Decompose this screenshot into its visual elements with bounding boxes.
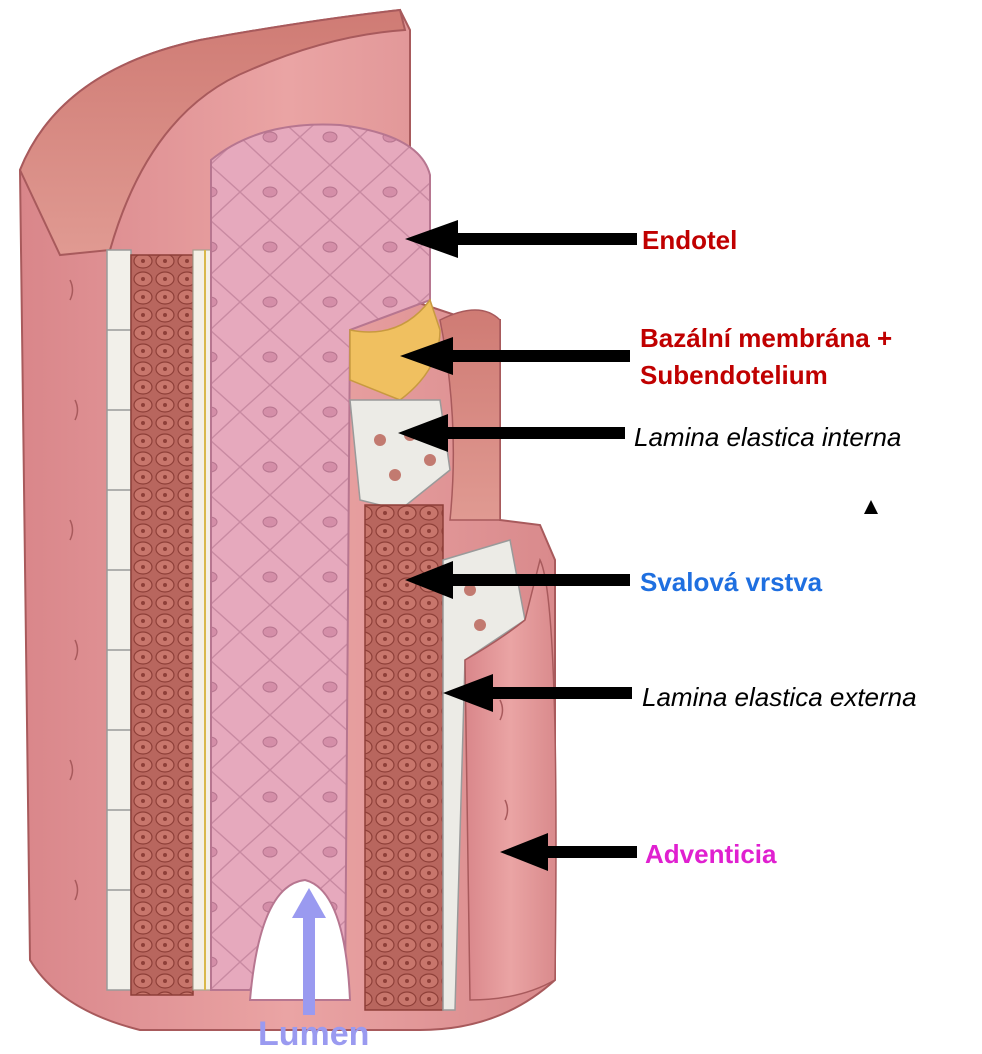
- muscle-left: [131, 255, 193, 995]
- lamina-interna-left: [193, 250, 211, 990]
- label-bazalni-line1: Bazální membrána +: [640, 322, 892, 354]
- label-bazalni-line2: Subendotelium: [640, 359, 828, 391]
- label-adventicia: Adventicia: [645, 838, 777, 870]
- label-endotel: Endotel: [642, 224, 737, 256]
- label-svalova: Svalová vrstva: [640, 566, 822, 598]
- label-lamina-interna: Lamina elastica interna: [634, 421, 901, 453]
- triangle-icon: [864, 500, 878, 514]
- label-lumen: Lumen: [258, 1015, 369, 1053]
- lamina-externa-left: [107, 250, 131, 990]
- arrow-endotel: [405, 220, 637, 258]
- label-lamina-externa: Lamina elastica externa: [642, 681, 917, 713]
